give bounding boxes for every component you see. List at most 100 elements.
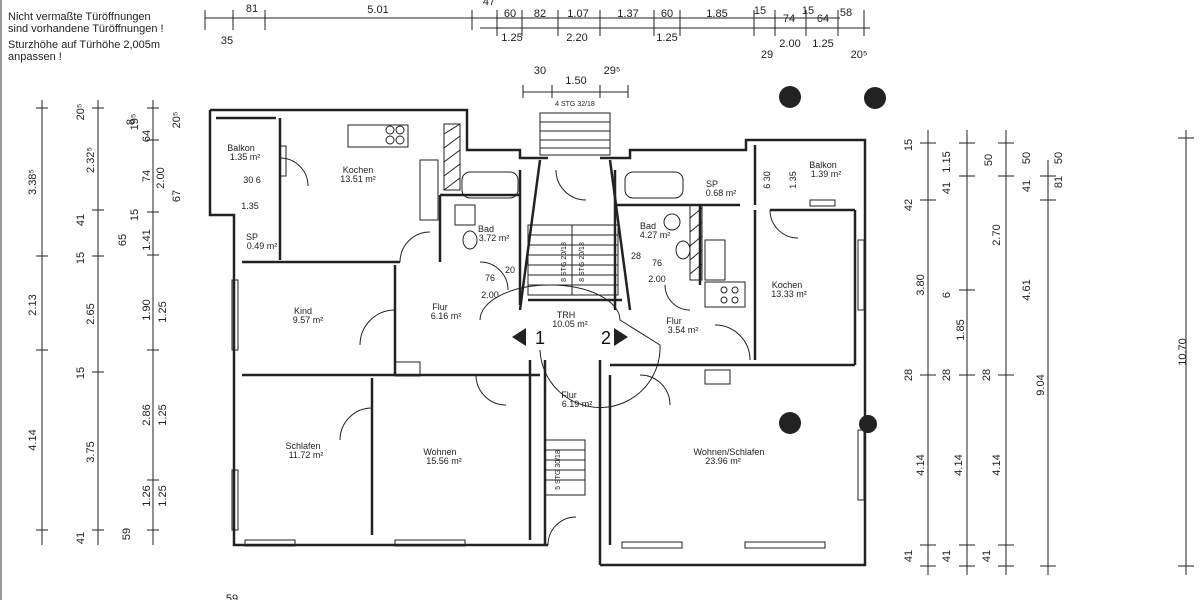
room-name-flur-left: Flur [432, 302, 448, 312]
room-name-kochen-right: Kochen [772, 280, 803, 290]
room-name-balkon-left: Balkon [227, 143, 255, 153]
top-dim: 1.25 [656, 32, 677, 44]
top-dimension-labels: 81 5.01 47 60 82 1.07 1.37 60 1.85 15 74… [221, 0, 868, 61]
left-dim: 1.25 [157, 301, 169, 322]
apartment-1-arrow [512, 328, 526, 346]
left-dim: 8 [125, 119, 137, 125]
left-dim: 1.26 [141, 485, 153, 506]
right-dim: 41 [1021, 180, 1033, 192]
stair-label-1: 8 STG 20/18 [561, 242, 568, 282]
right-dim: 6 [941, 292, 953, 298]
room-name-kochen-left: Kochen [343, 165, 374, 175]
top-dim: 82 [534, 8, 546, 20]
right-dim: 4.14 [953, 454, 965, 475]
inner-dimension-labels: 30 6 1.35 76 20 2.00 28 76 2.00 6 30 1.3… [241, 171, 798, 300]
windows [231, 145, 865, 549]
room-name-bad-left: Bad [478, 224, 494, 234]
right-dim: 50 [983, 154, 995, 166]
note-line-2: sind vorhandene Türöffnungen ! [8, 23, 164, 35]
left-dim: 2.00 [155, 167, 167, 188]
room-name-wohnen: Wohnen [423, 447, 456, 457]
right-dim-total: 10.70 [1177, 338, 1189, 366]
left-dim: 1.25 [157, 404, 169, 425]
right-dim: 41 [981, 550, 993, 562]
room-name-schlafen: Schlafen [285, 441, 320, 451]
left-dim: 41 [75, 532, 87, 544]
right-dim: 15 [903, 139, 915, 151]
punch-holes [779, 86, 886, 434]
note-line-3: Sturzhöhe auf Türhöhe 2,005m [8, 39, 161, 51]
top-dim: 2.20 [566, 32, 587, 44]
right-dim: 3.80 [915, 274, 927, 295]
left-dimension-lines [36, 100, 159, 545]
room-area-balkon-left: 1.35 m² [230, 152, 261, 162]
right-dim: 81 [1053, 176, 1065, 188]
top-dim: 1.25 [812, 38, 833, 50]
fixtures [347, 124, 746, 308]
left-dim: 74 [141, 170, 153, 182]
left-dim: 20⁵ [171, 112, 183, 129]
note-line-4: anpassen ! [8, 51, 62, 63]
inner-dim: 28 [631, 251, 641, 261]
top-dim: 1.07 [567, 8, 588, 20]
right-dim: 41 [903, 550, 915, 562]
left-dim: 1.25 [157, 485, 169, 506]
left-dim: 3.38⁵ [27, 169, 39, 195]
left-dim: 3.75 [85, 441, 97, 462]
top-dim: 20⁵ [851, 49, 868, 61]
room-area-trh: 10.05 m² [552, 319, 588, 329]
room-name-sp-left: SP [246, 232, 258, 242]
right-dim: 2.70 [991, 224, 1003, 245]
right-dim: 50 [1021, 152, 1033, 164]
room-name-trh: TRH [557, 310, 576, 320]
room-name-wohnen-schlafen: Wohnen/Schlafen [694, 447, 765, 457]
apartment-2-arrow [614, 328, 628, 346]
left-dim: 1.90 [141, 299, 153, 320]
left-dim: 65 [117, 234, 129, 246]
left-dim: 2.32⁵ [85, 147, 97, 173]
top-dim: 1.85 [706, 8, 727, 20]
room-name-sp-right: SP [706, 179, 718, 189]
inner-dim: 2.00 [481, 290, 499, 300]
top-dim: 60 [661, 8, 673, 20]
room-area-sp-left: 0.49 m² [247, 241, 278, 251]
room-area-kochen-right: 13.33 m² [771, 289, 807, 299]
right-dim: 28 [941, 369, 953, 381]
top-dim: 1.25 [501, 32, 522, 44]
right-dim: 41 [941, 182, 953, 194]
room-area-balkon-right: 1.39 m² [811, 169, 842, 179]
left-dim: 20⁵ [75, 104, 87, 121]
left-dim: 2.86 [141, 404, 153, 425]
right-dim: 28 [981, 369, 993, 381]
top-dim: 74 [783, 13, 795, 25]
bottom-dim: 59 [226, 593, 238, 600]
left-dim: 1.41 [141, 229, 153, 250]
room-area-bad-right: 4.27 m² [640, 230, 671, 240]
right-dim: 42 [903, 199, 915, 211]
room-area-sp-right: 0.68 m² [706, 188, 737, 198]
right-dimension-lines [920, 130, 1194, 575]
room-area-kind: 9.57 m² [293, 315, 324, 325]
left-dim: 67 [171, 190, 183, 202]
stair-label-2: 8 STG 20/18 [579, 242, 586, 282]
top-dim: 5.01 [367, 4, 388, 16]
room-area-flur-right: 3.54 m² [668, 325, 699, 335]
top-dim: 60 [504, 8, 516, 20]
right-dim: 28 [903, 369, 915, 381]
room-name-kind: Kind [294, 306, 312, 316]
left-dim: 41 [75, 214, 87, 226]
top-dim: 58 [840, 7, 852, 19]
inner-dim: 1.35 [241, 201, 259, 211]
left-dim: 4.14 [27, 429, 39, 450]
left-dim: 15 [129, 209, 141, 221]
left-dim: 19⁵ [129, 114, 141, 131]
stair-label-3: 5 STG 30/18 [555, 450, 562, 490]
apartment-1-number: 1 [535, 328, 545, 348]
inner-dim: 76 [652, 258, 662, 268]
left-dim: 15 [75, 252, 87, 264]
top-dim: 15 [754, 5, 766, 17]
stairs [527, 112, 619, 496]
apartment-2-number: 2 [601, 328, 611, 348]
stair-dimension [522, 85, 629, 98]
